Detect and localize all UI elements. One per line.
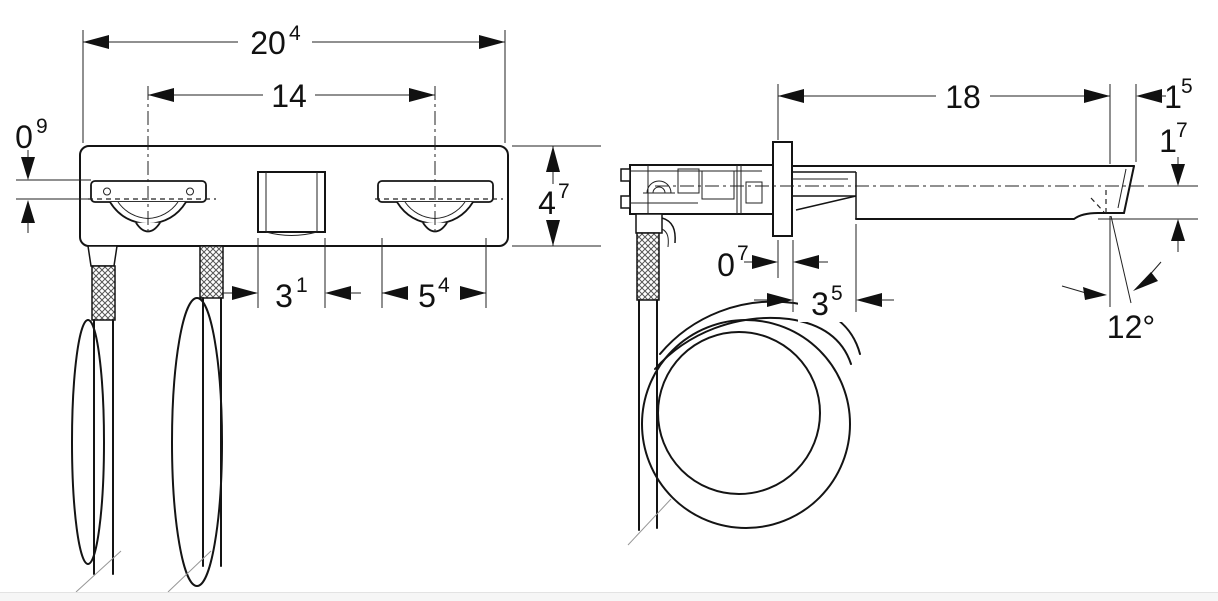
dim-plate-height: 4 7	[512, 145, 601, 247]
dim-plate-height-value: 4	[538, 185, 556, 221]
dim-spout-width-value: 3	[275, 278, 293, 314]
dim-outlet-angle-value: 12°	[1107, 309, 1155, 345]
dim-spout-projection: 18	[777, 78, 1111, 164]
wall-plate	[772, 141, 793, 237]
dim-tip-offset-value: 1	[1164, 79, 1182, 115]
dim-plate-thickness-sup: 7	[737, 242, 749, 265]
dim-spout-width: 3 1	[222, 238, 361, 314]
dim-handle-height-value: 0	[15, 119, 33, 155]
front-view: 20 4 14 0 9	[15, 22, 601, 593]
dim-spout-projection-value: 18	[945, 79, 981, 115]
dim-handle-height-sup: 9	[36, 115, 48, 138]
dim-spout-width-sup: 1	[296, 274, 308, 297]
dim-connector-depth-sup: 5	[831, 282, 843, 305]
spout-front	[257, 171, 326, 236]
dim-handle-spacing-value: 14	[271, 78, 307, 114]
bottom-strip	[0, 592, 1218, 601]
dim-outlet-height-sup: 7	[1176, 119, 1188, 142]
dim-handle-spacing: 14	[148, 78, 435, 114]
dim-tip-offset: 1 5	[1135, 75, 1193, 162]
dim-connector-depth-value: 3	[811, 286, 829, 322]
dim-tip-offset-sup: 5	[1181, 75, 1193, 98]
dim-plate-thickness-value: 0	[717, 247, 735, 283]
dim-handle-width-value: 5	[418, 278, 436, 314]
dim-total-width-sup: 4	[289, 22, 301, 45]
dim-outlet-height-value: 1	[1159, 123, 1177, 159]
dim-handle-height: 0 9	[15, 115, 91, 233]
dim-connector-depth: 3 5	[754, 224, 894, 322]
dim-handle-width-sup: 4	[438, 274, 450, 297]
dim-outlet-height: 1 7	[1098, 119, 1198, 252]
hose-left	[71, 245, 122, 593]
dim-total-width: 20 4	[82, 22, 506, 143]
side-view: 18 1 5 1 7	[620, 75, 1198, 546]
dim-plate-height-sup: 7	[558, 180, 570, 203]
dim-outlet-angle: 12°	[1061, 215, 1162, 345]
hose-right	[167, 245, 224, 593]
dim-total-width-value: 20	[250, 25, 286, 61]
coiled-hose	[627, 232, 861, 546]
dim-handle-width: 5 4	[381, 238, 487, 314]
spout-side	[655, 165, 1145, 220]
